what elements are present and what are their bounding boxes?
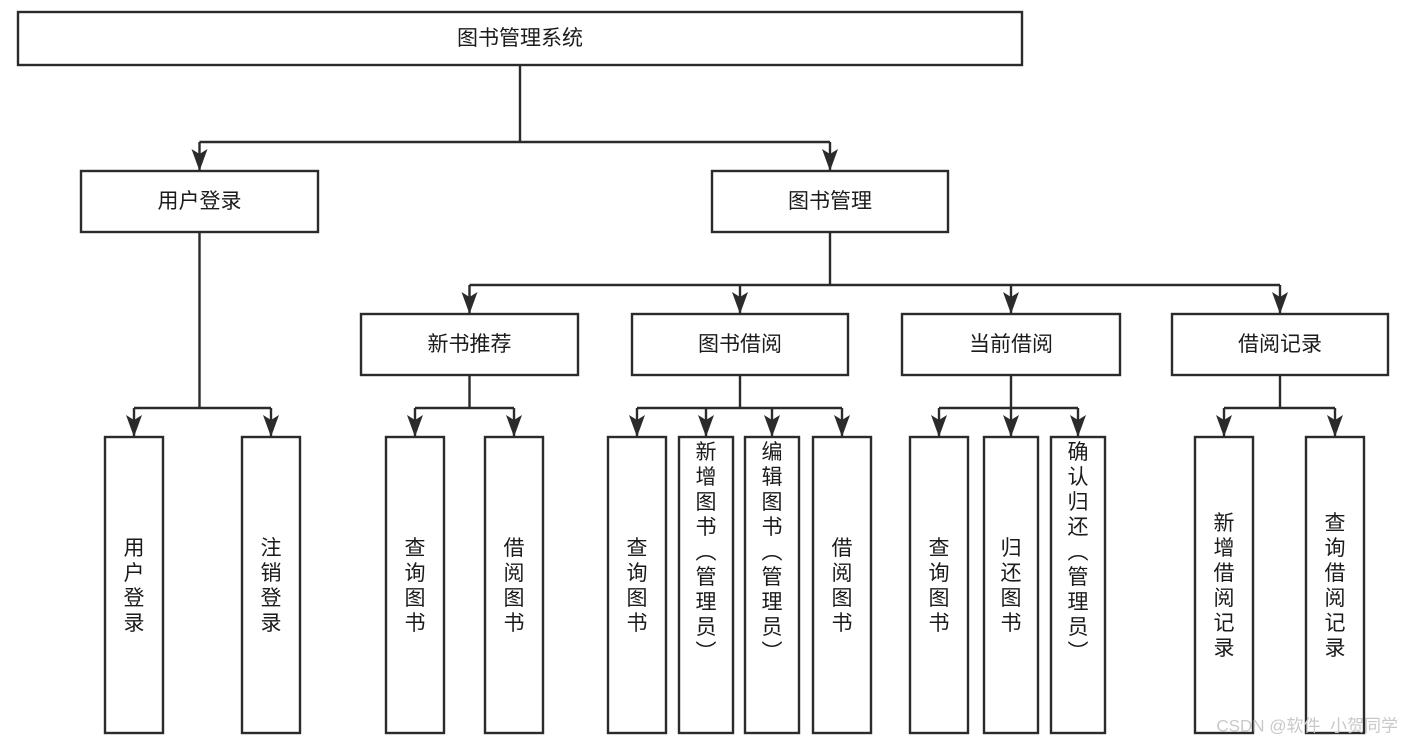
node-new-book-recommend[interactable]: 新书推荐 [359, 312, 580, 377]
node-label: 借阅记录 [1238, 333, 1322, 356]
arrow-head-icon [1003, 292, 1019, 314]
node-leaf-query-book-1[interactable]: 查询图书 [384, 435, 446, 735]
node-box[interactable] [1170, 312, 1390, 377]
arrow-head-icon [1327, 415, 1343, 437]
node-label: 新增图书︵管理员︶ [696, 441, 717, 664]
arrow-head-icon [1003, 415, 1019, 437]
node-box[interactable] [359, 312, 580, 377]
node-label: 借阅图书 [504, 537, 525, 635]
node-label: 借阅图书 [832, 537, 853, 635]
node-label: 查询借阅记录 [1325, 512, 1346, 660]
node-label: 新书推荐 [428, 333, 512, 356]
node-label: 图书管理 [788, 190, 872, 213]
arrow-head-icon [1272, 292, 1288, 314]
node-leaf-edit-book-admin[interactable]: 编辑图书︵管理员︶ [743, 435, 801, 735]
node-box[interactable] [982, 435, 1040, 735]
node-label: 查询图书 [627, 537, 648, 635]
arrow-head-icon [407, 415, 423, 437]
node-label: 用户登录 [124, 537, 145, 635]
node-box[interactable] [384, 435, 446, 735]
node-box[interactable] [900, 312, 1122, 377]
node-leaf-add-book-admin[interactable]: 新增图书︵管理员︶ [677, 435, 735, 735]
node-box[interactable] [1304, 435, 1366, 735]
arrow-head-icon [191, 149, 208, 171]
node-leaf-add-borrow-record[interactable]: 新增借阅记录 [1193, 435, 1255, 735]
node-label: 用户登录 [158, 190, 242, 213]
arrow-head-icon [461, 292, 478, 314]
node-label: 编辑图书︵管理员︶ [762, 441, 783, 664]
arrow-head-icon [506, 415, 522, 437]
node-leaf-user-logout[interactable]: 注销登录 [240, 435, 302, 735]
node-box[interactable] [103, 435, 165, 735]
node-book-management[interactable]: 图书管理 [710, 169, 950, 234]
arrow-head-icon [1216, 415, 1232, 437]
arrow-head-icon [629, 415, 645, 437]
node-label: 注销登录 [261, 537, 282, 635]
node-user-login[interactable]: 用户登录 [79, 169, 320, 234]
node-box[interactable] [743, 435, 801, 735]
node-layer: 图书管理系统用户登录图书管理新书推荐图书借阅当前借阅借阅记录用户登录注销登录查询… [16, 10, 1390, 735]
connector-layer [126, 65, 1343, 437]
node-leaf-query-borrow-record[interactable]: 查询借阅记录 [1304, 435, 1366, 735]
node-box[interactable] [908, 435, 970, 735]
arrow-head-icon [931, 415, 947, 437]
node-box[interactable] [677, 435, 735, 735]
node-box[interactable] [16, 10, 1024, 67]
node-box[interactable] [1049, 435, 1107, 735]
node-label: 归还图书 [1001, 537, 1022, 635]
arrow-head-icon [764, 415, 780, 437]
node-label: 新增借阅记录 [1214, 512, 1235, 660]
arrow-head-icon [732, 292, 748, 314]
node-leaf-query-book-3[interactable]: 查询图书 [908, 435, 970, 735]
node-box[interactable] [606, 435, 668, 735]
node-root[interactable]: 图书管理系统 [16, 10, 1024, 67]
arrow-head-icon [126, 415, 142, 437]
node-leaf-borrow-book-2[interactable]: 借阅图书 [811, 435, 873, 735]
node-label: 查询图书 [929, 537, 950, 635]
node-label: 图书管理系统 [457, 27, 583, 50]
csdn-watermark: CSDN @软件_小贺同学 [1216, 716, 1398, 735]
arrow-head-icon [1070, 415, 1086, 437]
node-label: 查询图书 [405, 537, 426, 635]
node-leaf-confirm-return-admin[interactable]: 确认归还︵管理员︶ [1049, 435, 1107, 735]
node-book-borrow[interactable]: 图书借阅 [630, 312, 850, 377]
node-leaf-user-login[interactable]: 用户登录 [103, 435, 165, 735]
node-box[interactable] [1193, 435, 1255, 735]
node-leaf-borrow-book-1[interactable]: 借阅图书 [483, 435, 545, 735]
arrow-head-icon [834, 415, 850, 437]
node-label: 确认归还︵管理员︶ [1068, 441, 1089, 664]
node-box[interactable] [79, 169, 320, 234]
node-box[interactable] [811, 435, 873, 735]
node-box[interactable] [630, 312, 850, 377]
node-label: 图书借阅 [698, 333, 782, 356]
arrow-head-icon [698, 415, 714, 437]
node-leaf-query-book-2[interactable]: 查询图书 [606, 435, 668, 735]
node-current-borrow[interactable]: 当前借阅 [900, 312, 1122, 377]
arrow-head-icon [263, 415, 279, 437]
node-box[interactable] [710, 169, 950, 234]
node-box[interactable] [483, 435, 545, 735]
node-leaf-return-book[interactable]: 归还图书 [982, 435, 1040, 735]
node-label: 当前借阅 [969, 333, 1053, 356]
node-borrow-record[interactable]: 借阅记录 [1170, 312, 1390, 377]
arrow-head-icon [822, 149, 838, 171]
node-box[interactable] [240, 435, 302, 735]
